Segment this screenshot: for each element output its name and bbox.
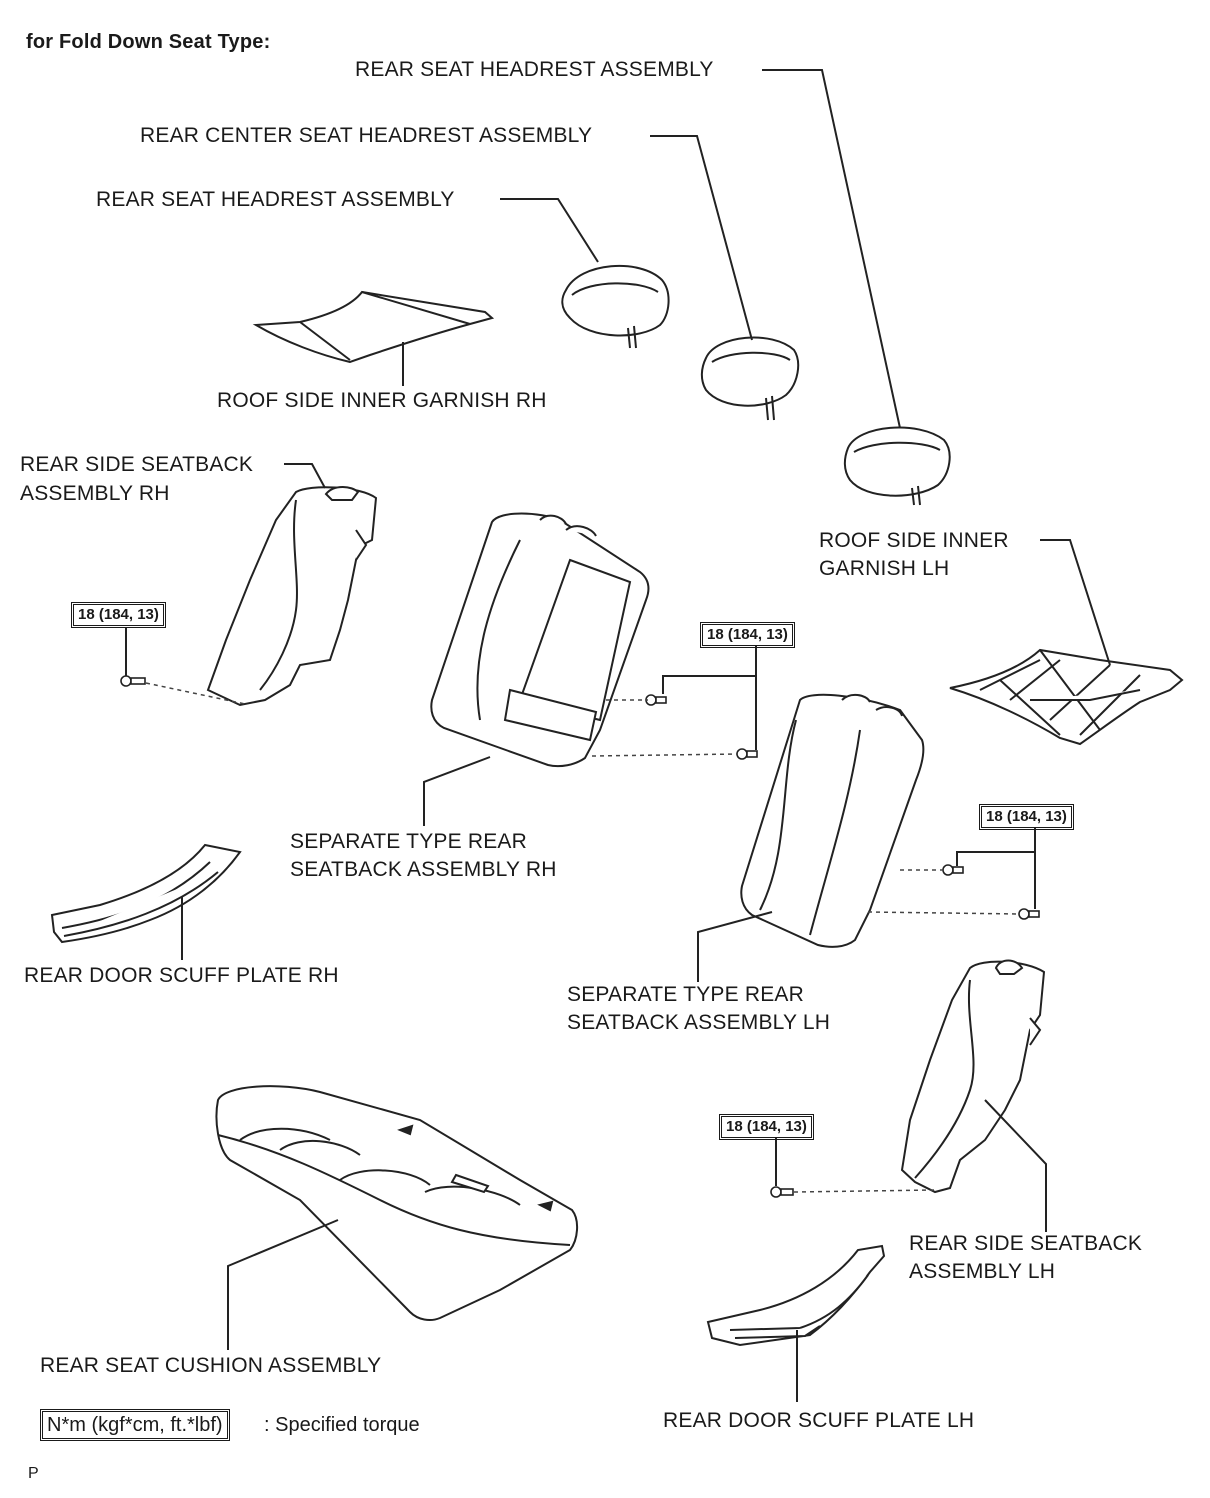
label-rear-seat-headrest-left: REAR SEAT HEADREST ASSEMBLY <box>96 188 455 211</box>
roof-side-inner-garnish-lh-part <box>949 648 1184 746</box>
label-side-seatback-rh-line2: ASSEMBLY RH <box>20 482 170 505</box>
label-rear-center-headrest: REAR CENTER SEAT HEADREST ASSEMBLY <box>140 124 593 147</box>
label-sep-seatback-rh-line1: SEPARATE TYPE REAR <box>290 830 527 853</box>
label-roof-garnish-rh: ROOF SIDE INNER GARNISH RH <box>217 389 547 412</box>
torque-spec-lh-seatback: 18 (184, 13) <box>979 804 1074 830</box>
label-scuff-lh: REAR DOOR SCUFF PLATE LH <box>663 1409 975 1432</box>
torque-leader-t2 <box>662 644 757 750</box>
leader-side-seatback-lh <box>984 1099 1047 1232</box>
torque-spec-rh-side: 18 (184, 13) <box>71 602 166 628</box>
torque-legend-text: : Specified torque <box>264 1414 420 1436</box>
page-header: for Fold Down Seat Type: <box>26 31 271 53</box>
rear-door-scuff-plate-lh-part <box>706 1244 886 1347</box>
bolt-lh-side <box>770 1186 794 1198</box>
leader-sep-seatback-rh <box>423 756 491 826</box>
leader-headrest-left <box>500 198 599 263</box>
footer-code: P <box>28 1465 39 1482</box>
label-roof-garnish-lh-line2: GARNISH LH <box>819 557 950 580</box>
torque-leader-t3 <box>956 828 1036 909</box>
bolt-path-rh-side <box>145 682 246 705</box>
leader-roof-garnish-lh <box>1040 539 1111 666</box>
label-sep-seatback-rh-line2: SEATBACK ASSEMBLY RH <box>290 858 557 881</box>
leader-cushion <box>227 1219 339 1350</box>
rear-seat-headrest-rh-part <box>561 264 670 349</box>
rear-side-seatback-lh-part <box>900 959 1046 1194</box>
bolt-rh-seatback-lower <box>736 748 758 760</box>
bolt-lh-seatback-upper <box>942 864 964 876</box>
separate-seatback-rh-part <box>430 512 650 768</box>
label-rear-seat-headrest-top: REAR SEAT HEADREST ASSEMBLY <box>355 58 714 81</box>
torque-legend-box: N*m (kgf*cm, ft.*lbf) <box>40 1409 230 1441</box>
leader-sep-seatback-lh <box>697 911 773 982</box>
bolt-path-lh-side <box>793 1189 936 1193</box>
leader-headrest-top <box>762 69 901 429</box>
leader-center-headrest <box>650 135 753 341</box>
separate-seatback-lh-part <box>740 693 925 948</box>
label-side-seatback-lh-line2: ASSEMBLY LH <box>909 1260 1056 1283</box>
rear-seat-headrest-lh-part <box>843 426 951 506</box>
torque-spec-lh-side: 18 (184, 13) <box>719 1114 814 1140</box>
rear-door-scuff-plate-rh-part <box>50 843 242 944</box>
label-side-seatback-rh-line1: REAR SIDE SEATBACK <box>20 453 254 476</box>
label-side-seatback-lh-line1: REAR SIDE SEATBACK <box>909 1232 1143 1255</box>
label-sep-seatback-lh-line1: SEPARATE TYPE REAR <box>567 983 804 1006</box>
roof-side-inner-garnish-rh-part <box>252 290 495 364</box>
bolt-path-lh-seatback-lower <box>867 911 1021 915</box>
rear-side-seatback-rh-part <box>206 486 378 707</box>
bolt-rh-seatback-upper <box>645 694 667 706</box>
rear-seat-cushion-part <box>215 1085 578 1321</box>
rear-center-headrest-part <box>700 336 800 421</box>
bolt-path-rh-seatback-lower <box>591 753 739 757</box>
label-cushion: REAR SEAT CUSHION ASSEMBLY <box>40 1354 382 1377</box>
bolt-lh-seatback-lower <box>1018 908 1040 920</box>
label-roof-garnish-lh-line1: ROOF SIDE INNER <box>819 529 1009 552</box>
leader-side-seatback-rh <box>284 463 326 489</box>
label-scuff-rh: REAR DOOR SCUFF PLATE RH <box>24 964 339 987</box>
bolt-rh-side <box>120 675 146 687</box>
torque-spec-rh-seatback: 18 (184, 13) <box>700 622 795 648</box>
label-sep-seatback-lh-line2: SEATBACK ASSEMBLY LH <box>567 1011 831 1034</box>
